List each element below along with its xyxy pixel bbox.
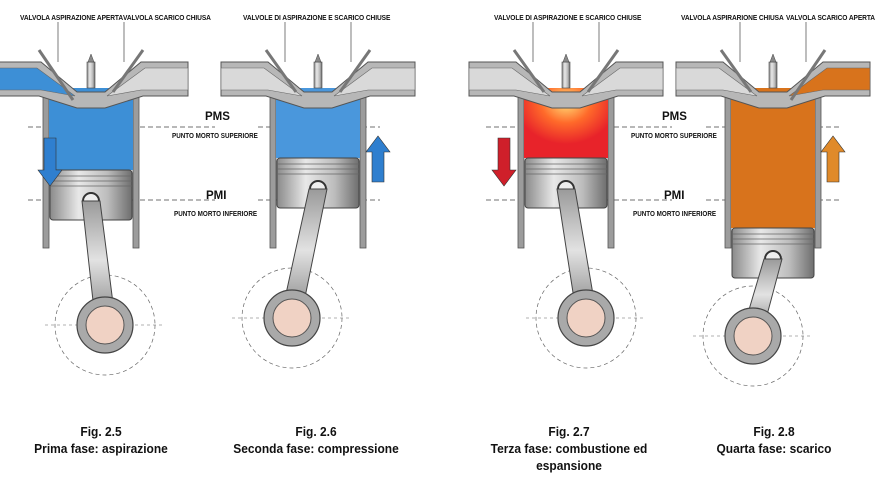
cylinder-wall-left (269, 89, 277, 249)
cylinder-wall-left (517, 89, 525, 249)
engine-1 (0, 22, 189, 376)
cylinder-wall-left (724, 89, 732, 249)
intake-valve (512, 49, 546, 93)
pms-description-left: PUNTO MORTO SUPERIORE (172, 133, 258, 140)
exhaust-port (333, 67, 416, 97)
caption-fig-2-5: Fig. 2.5 Prima fase: aspirazione (32, 423, 170, 457)
caption-phase-title-line1: Terza fase: combustione ed (490, 441, 648, 456)
arrow-up-icon (365, 135, 391, 183)
spark-plug-tip (314, 53, 322, 63)
exhaust-valve (111, 49, 145, 93)
intake-port (0, 67, 76, 97)
intake-port (675, 67, 758, 97)
label-intake-open: VALVOLA ASPIRAZIONE APERTA (20, 13, 124, 22)
pmi-description-left: PUNTO MORTO INFERIORE (174, 211, 258, 218)
caption-phase-title: Quarta fase: scarico (716, 441, 832, 456)
exhaust-port (581, 67, 664, 97)
pmi-description-right: PUNTO MORTO INFERIORE (633, 211, 717, 218)
arrow-down-icon (37, 137, 63, 187)
label-exhaust-open: VALVOLA SCARICO APERTA (786, 13, 875, 22)
caption-fig-number: Fig. 2.7 (548, 424, 590, 439)
caption-phase-title-line2: espansione (536, 458, 602, 473)
engine-4 (675, 22, 871, 387)
pms-description-right: PUNTO MORTO SUPERIORE (631, 133, 717, 140)
crank-journal (272, 298, 312, 338)
spark-plug-tip (562, 53, 570, 63)
caption-fig-2-7: Fig. 2.7 Terza fase: combustione ed espa… (485, 423, 652, 474)
caption-fig-2-6: Fig. 2.6 Seconda fase: compressione (233, 423, 399, 457)
pms-marker-left: PMS (205, 111, 230, 123)
crank-journal (733, 316, 773, 356)
pms-marker-right: PMS (662, 111, 687, 123)
cylinder-wall-right (814, 89, 822, 249)
caption-phase-title: Prima fase: aspirazione (34, 441, 168, 456)
label-valves-closed-combustion: VALVOLE DI ASPIRAZIONE E SCARICO CHIUSE (494, 13, 642, 22)
arrow-up-icon (820, 135, 846, 183)
spark-plug-tip (769, 53, 777, 63)
arrow-down-icon (491, 137, 517, 187)
caption-fig-2-8: Fig. 2.8 Quarta fase: scarico (710, 423, 839, 457)
engine-3 (468, 22, 664, 369)
exhaust-valve (789, 49, 827, 101)
exhaust-port (106, 67, 189, 97)
exhaust-port (788, 67, 871, 97)
spark-plug-tip (87, 53, 95, 63)
caption-fig-number: Fig. 2.5 (80, 424, 122, 439)
pmi-marker-right: PMI (664, 190, 685, 202)
label-exhaust-closed: VALVOLA SCARICO CHIUSA (123, 13, 211, 22)
intake-valve (719, 49, 753, 93)
intake-valve (264, 49, 298, 93)
intake-port (468, 67, 551, 97)
spark-plug (768, 61, 778, 89)
crank-journal (85, 305, 125, 345)
cylinder-wall-right (607, 89, 615, 249)
exhaust-valve (586, 49, 620, 93)
intake-valve (37, 49, 75, 101)
pmi-marker-left: PMI (206, 190, 227, 202)
exhaust-valve (338, 49, 372, 93)
intake-port (220, 67, 303, 97)
caption-phase-title: Seconda fase: compressione (233, 441, 399, 456)
crank-journal (566, 298, 606, 338)
spark-plug (313, 61, 323, 89)
caption-fig-number: Fig. 2.8 (753, 424, 795, 439)
cylinder-wall-right (359, 89, 367, 249)
cylinder-wall-right (132, 89, 140, 249)
caption-fig-number: Fig. 2.6 (295, 424, 337, 439)
engine-2 (220, 22, 416, 369)
label-intake-closed: VALVOLA ASPIRARIONE CHIUSA (681, 13, 784, 22)
spark-plug (561, 61, 571, 89)
label-valves-closed-compression: VALVOLE DI ASPIRAZIONE E SCARICO CHIUSE (243, 13, 391, 22)
chamber-gas (731, 88, 815, 228)
spark-plug (86, 61, 96, 89)
